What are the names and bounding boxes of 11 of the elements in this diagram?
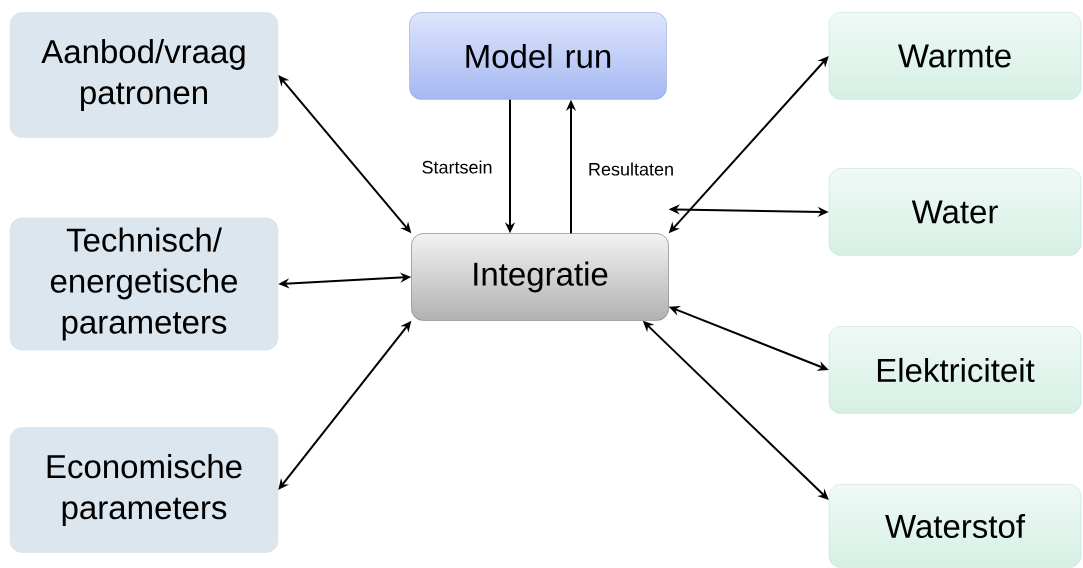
edge-label: Resultaten (587, 161, 676, 177)
edge-label: Startsein (420, 159, 494, 175)
output-box: Elektriciteit (828, 326, 1082, 414)
output-box: Water (828, 168, 1082, 256)
output-box: Waterstof (828, 484, 1082, 568)
output-box: Warmte (828, 12, 1082, 100)
process-box: Model run (409, 12, 667, 100)
input-box: Aanbod/vraag patronen (9, 12, 279, 138)
process-box: Integratie (411, 233, 669, 321)
input-box: Economische parameters (9, 427, 279, 553)
input-box: Technisch/ energetische parameters (9, 217, 279, 351)
